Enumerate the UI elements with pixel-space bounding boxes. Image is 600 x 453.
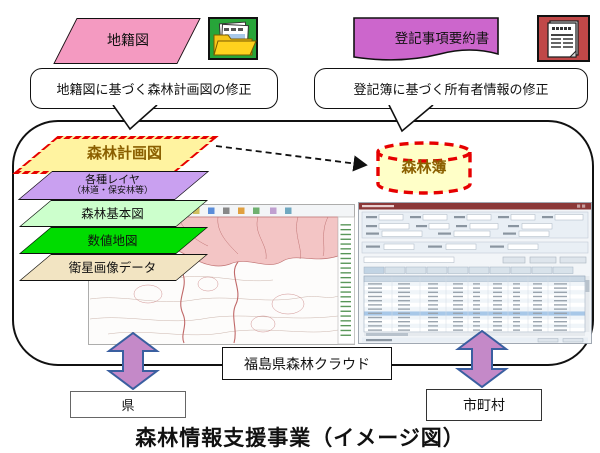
- document-stack-icon: [537, 15, 590, 62]
- cadastral-map-label: 地籍図: [107, 32, 149, 48]
- registry-table-screenshot: [358, 202, 592, 344]
- callout-cadastral-correction: 地籍図に基づく森林計画図の修正: [30, 68, 278, 109]
- callout-registry-text: 登記簿に基づく所有者情報の修正: [353, 82, 549, 97]
- diagram-title: 森林情報支援事業（イメージ図）: [135, 427, 465, 450]
- double-arrow-prefecture: [106, 332, 160, 390]
- fukushima-forest-cloud-box: 福島県森林クラウド: [222, 347, 392, 380]
- forest-register-label: 森林簿: [401, 159, 447, 176]
- double-arrow-municipality: [455, 330, 509, 388]
- registry-summary-label: 登記事項要約書: [394, 31, 490, 46]
- layer-digital-map: [18, 227, 209, 254]
- callout-cadastral-text: 地籍図に基づく森林計画図の修正: [56, 82, 252, 97]
- callout-registry-correction: 登記簿に基づく所有者情報の修正: [314, 68, 588, 109]
- table-tab-strip: [363, 266, 574, 274]
- municipality-box: 市町村: [426, 389, 542, 421]
- prefecture-box: 県: [70, 391, 186, 418]
- registry-summary-shape: [353, 17, 499, 61]
- forest-register-cylinder: [376, 141, 472, 195]
- prefecture-label: 県: [121, 398, 135, 413]
- callout-right-tail: [388, 105, 434, 133]
- data-table: [363, 275, 586, 333]
- layer-satellite-image-data: [18, 254, 209, 281]
- layer-forest-base-map: [18, 200, 209, 227]
- callout-left-tail: [112, 105, 158, 131]
- dashed-arrow-plan-to-register: [215, 145, 368, 172]
- folder-documents-icon: [208, 17, 258, 60]
- window-title-bar: [359, 203, 591, 210]
- fukushima-forest-cloud-label: 福島県森林クラウド: [244, 355, 370, 372]
- municipality-label: 市町村: [463, 397, 505, 413]
